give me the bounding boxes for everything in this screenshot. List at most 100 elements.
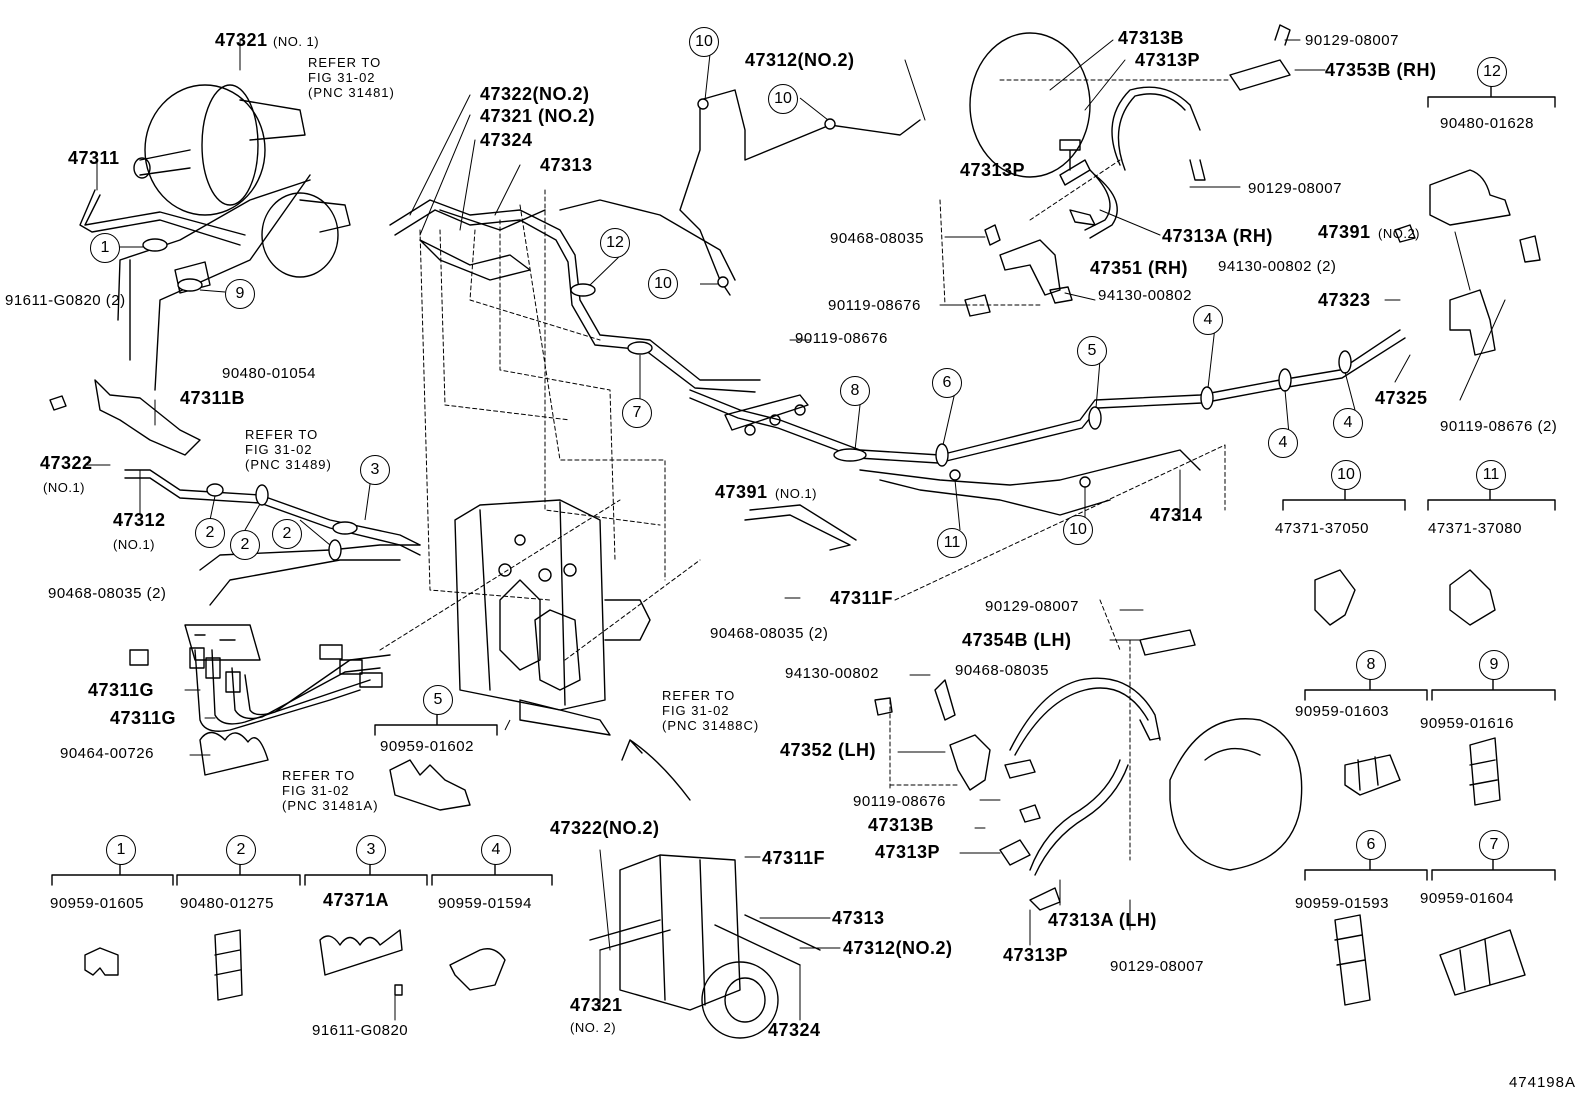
part-90959-01616 [1469,737,1501,806]
reference-line: FIG 31-02 [282,783,350,798]
reference-line: FIG 31-02 [662,703,730,718]
index-marker-8: 8 [1356,650,1386,680]
part-label: 90129-08007 [1305,32,1399,49]
index-marker-12: 12 [600,228,630,258]
part-label-suffix: (NO. 1) [273,34,320,49]
index-marker-10: 10 [1331,460,1361,490]
reference-line: REFER TO [308,55,382,70]
group-bracket-2 [176,874,301,886]
index-marker-5: 5 [423,685,453,715]
part-label: 94130-00802 [1098,287,1192,304]
part-label: 90480-01628 [1440,115,1534,132]
part-label: 47391 [1318,222,1371,242]
part-90959-01604 [1439,929,1526,996]
part-label: 47353B (RH) [1325,60,1437,80]
part-label: 47322(NO.2) [480,84,590,104]
reference-line: FIG 31-02 [308,70,376,85]
index-marker-2: 2 [195,518,225,548]
part-label: 47323 [1318,290,1371,310]
reference-line: (PNC 31488C) [662,718,760,733]
part-90480-01628 [1429,169,1511,226]
lower-actuator-illustration [589,854,821,1039]
reference-line: (PNC 31489) [245,457,332,472]
part-label: 90468-08035 (2) [710,625,829,642]
abs-actuator-illustration [454,499,651,736]
part-90959-01602 [389,759,471,811]
index-marker-10: 10 [1063,515,1093,545]
part-label: 90959-01616 [1420,715,1514,732]
index-marker-10: 10 [689,27,719,57]
part-label: 47311 [68,148,120,168]
part-label: 90959-01593 [1295,895,1389,912]
index-marker-6: 6 [932,368,962,398]
part-label: 47322(NO.2) [550,818,660,838]
index-marker-3: 3 [356,835,386,865]
part-label: 90959-01602 [380,738,474,755]
part-label: 91611-G0820 (2) [5,292,126,309]
part-label: 47311F [762,848,826,868]
hose-bundle-47311g [189,644,391,732]
part-label: 47313B [1118,28,1185,48]
part-label-suffix: (NO.1) [43,480,85,495]
reference-note: REFER TO FIG 31-02 (PNC 31488C) [662,688,759,733]
index-marker-5: 5 [1077,336,1107,366]
part-label: 47321 (NO.2) [480,106,596,126]
group-bracket-4 [431,874,553,886]
part-label: 47311F [830,588,894,608]
part-label: 90119-08676 [795,330,888,347]
part-label: 47354B (LH) [962,630,1072,650]
group-bracket-3 [304,874,428,886]
reference-line: REFER TO [282,768,356,783]
reference-line: (PNC 31481) [308,85,395,100]
index-marker-10: 10 [648,269,678,299]
part-label: 47311B [180,388,246,408]
index-marker-2: 2 [230,530,260,560]
index-marker-10: 10 [768,84,798,114]
index-marker-2: 2 [226,835,256,865]
index-marker-6: 6 [1356,830,1386,860]
part-label-suffix: (NO.1) [113,537,155,552]
group-bracket-11 [1427,499,1556,511]
part-label: 47314 [1150,505,1203,525]
index-marker-8: 8 [840,376,870,406]
part-label: 47351 (RH) [1090,258,1189,278]
part-label: 47371A [323,890,390,910]
index-marker-3: 3 [360,455,390,485]
group-bracket-5 [374,724,498,736]
part-label: 90129-08007 [1248,180,1342,197]
part-label: 90129-08007 [1110,958,1204,975]
part-label: 47313P [960,160,1026,180]
reference-line: REFER TO [662,688,736,703]
part-47371a [319,929,403,976]
part-label: 47313B [868,815,935,835]
part-label: 90959-01603 [1295,703,1389,720]
reference-line: REFER TO [245,427,319,442]
part-label: 47371-37050 [1275,520,1369,537]
part-label: 90119-08676 [828,297,921,314]
index-marker-4: 4 [1193,305,1223,335]
index-marker-4: 4 [1333,408,1363,438]
part-label: 47313 [540,155,593,175]
part-90959-01605 [84,947,119,976]
part-label: 94130-00802 [785,665,879,682]
part-label: 47313P [875,842,941,862]
part-label: 47321 [215,30,268,50]
part-label: 47313P [1003,945,1069,965]
index-marker-2: 2 [272,519,302,549]
part-label-suffix: (NO.2) [1378,226,1420,241]
part-90959-01594 [449,948,506,991]
part-label: 47313P [1135,50,1201,70]
group-bracket-10 [1282,499,1406,511]
index-marker-7: 7 [1479,830,1509,860]
part-label: 47371-37080 [1428,520,1522,537]
part-label: 47313A (LH) [1048,910,1157,930]
index-marker-11: 11 [1476,460,1506,490]
part-label: 47311G [88,680,155,700]
reference-note: REFER TO FIG 31-02 (PNC 31489) [245,427,332,472]
index-marker-1: 1 [90,233,120,263]
reference-line: (PNC 31481A) [282,798,379,813]
part-47371-37080 [1449,569,1496,626]
part-label: 90959-01604 [1420,890,1514,907]
part-label: 90480-01275 [180,895,274,912]
